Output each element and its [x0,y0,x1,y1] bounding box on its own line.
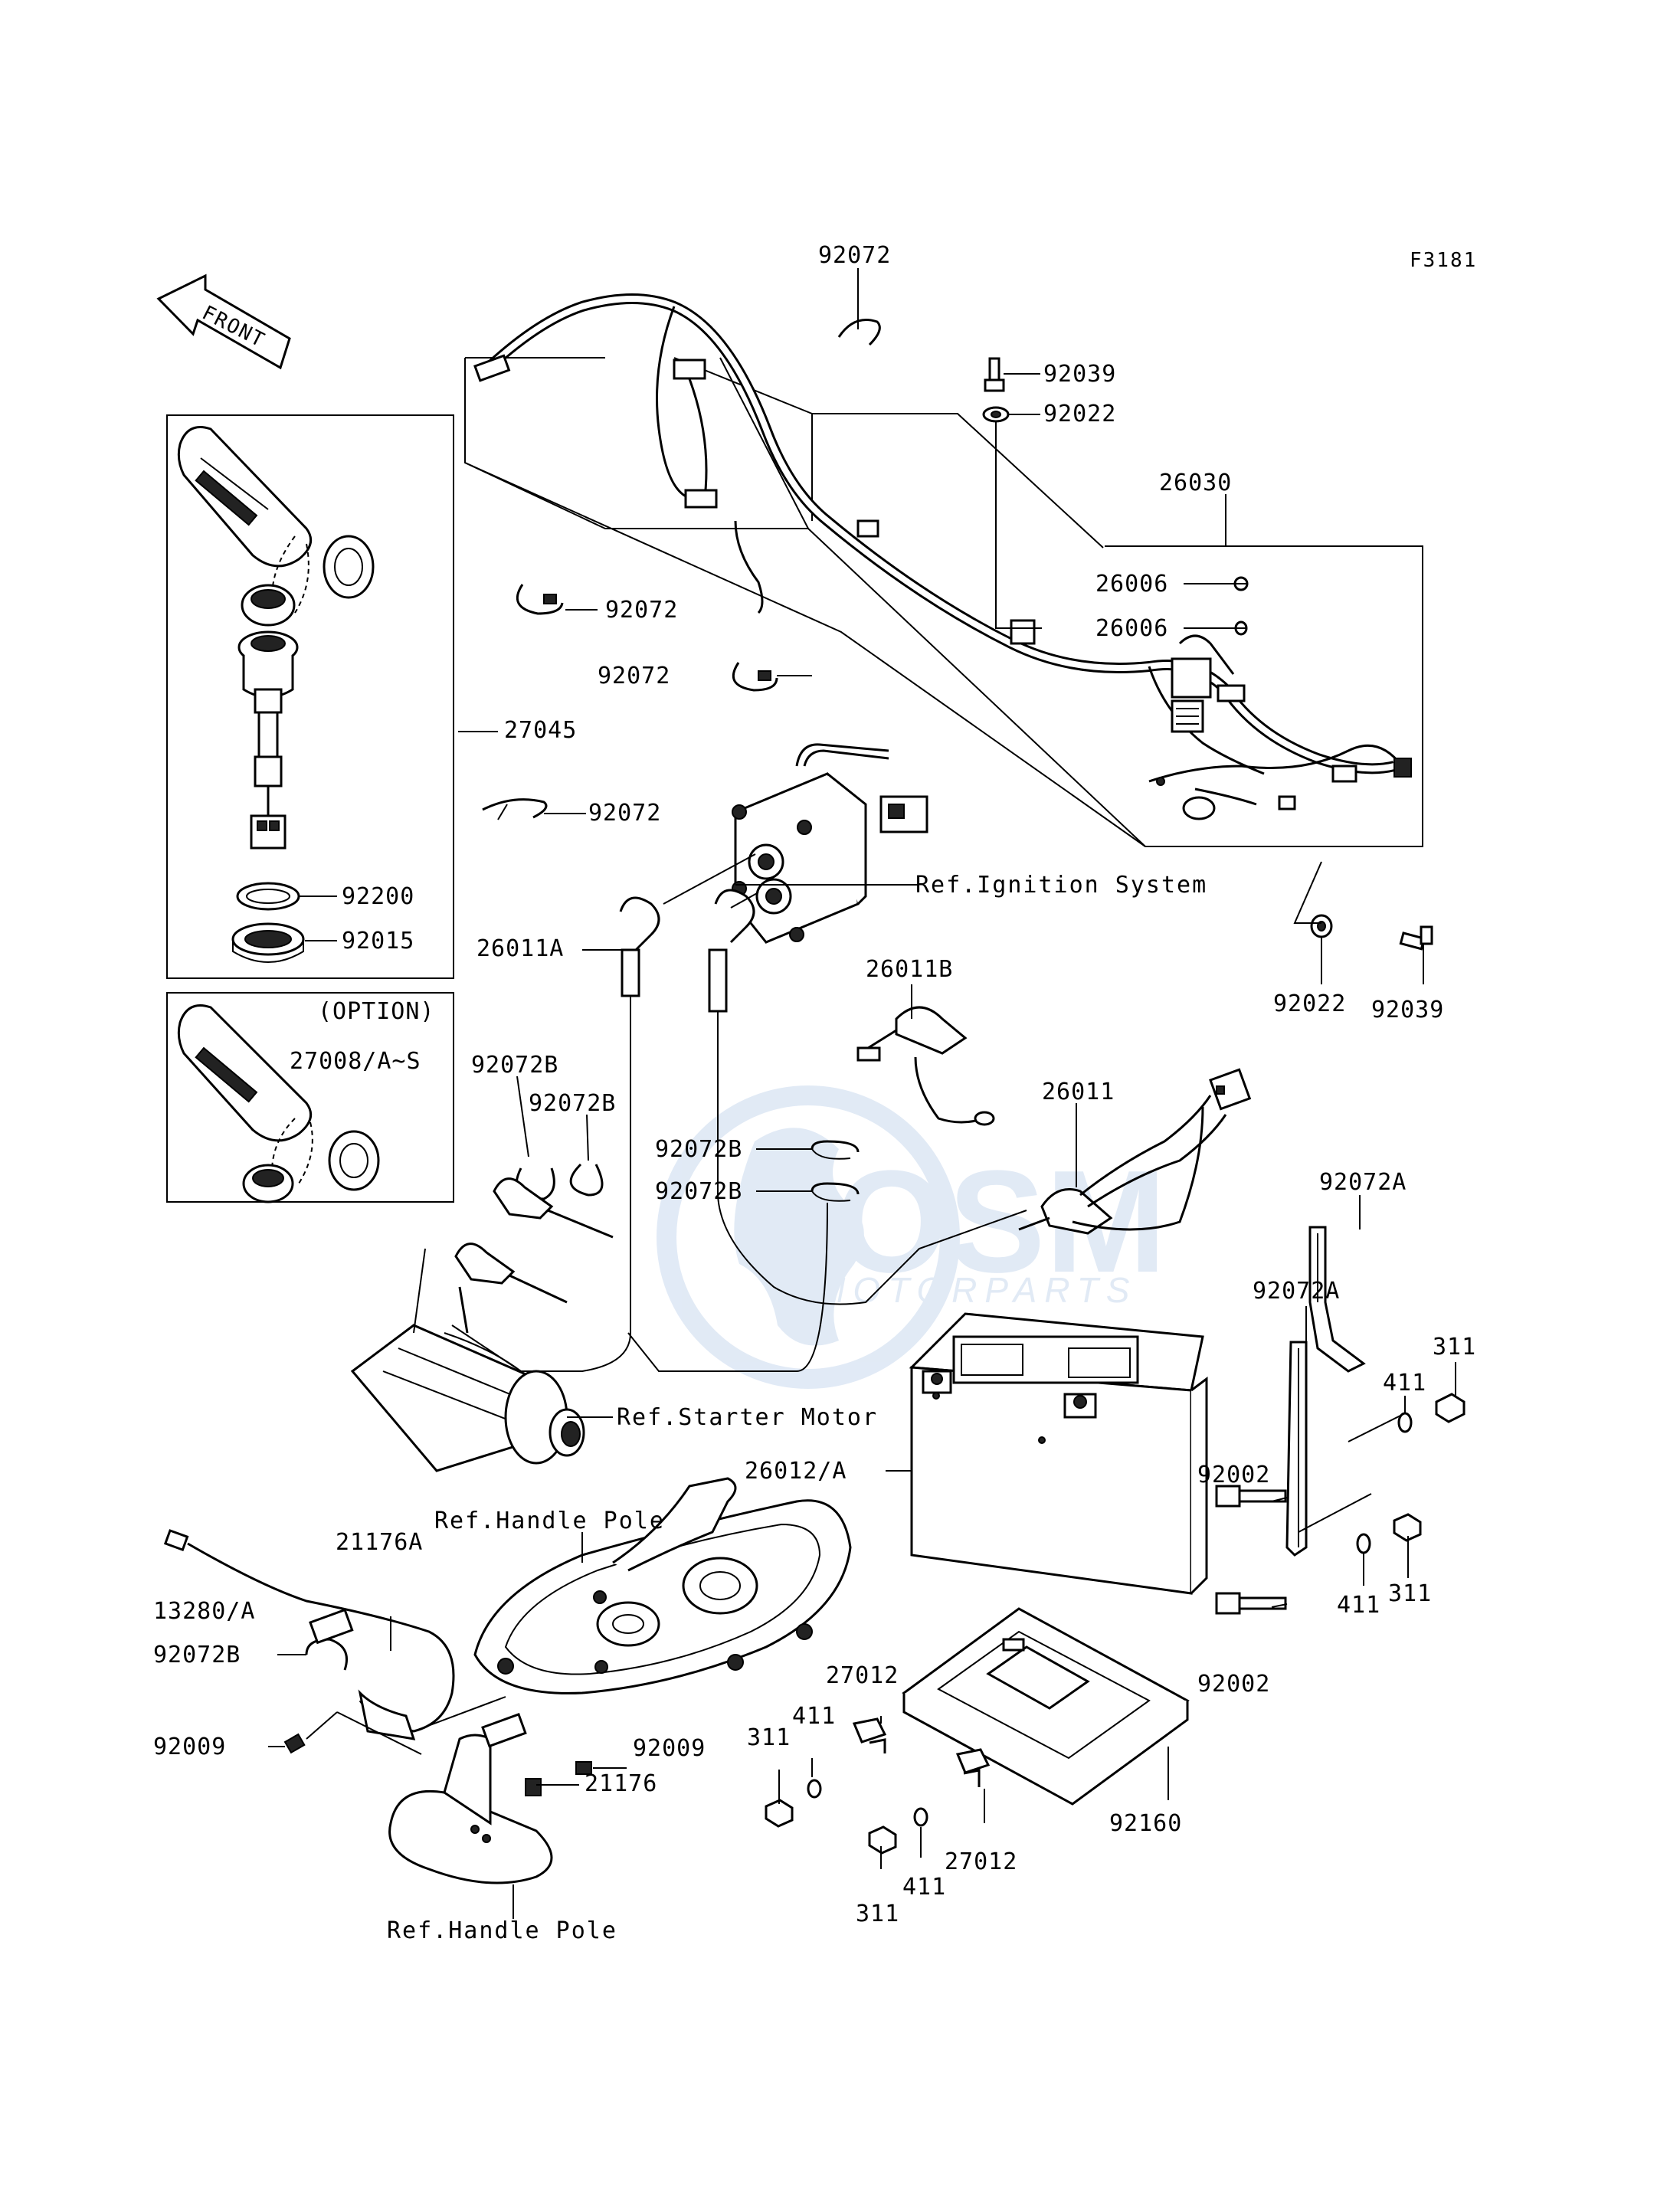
screw-92009-b-part [575,1761,592,1775]
battery-tray-part [902,1607,1190,1806]
handle-pole-cover-part [473,1477,852,1694]
label-26006-a: 26006 [1095,571,1168,598]
nut-311-b-part [1393,1513,1422,1542]
cable-26011-part [1018,1068,1252,1235]
label-92072-d: 92072 [588,800,661,827]
label-311-d: 311 [856,1901,899,1927]
nut-311-d-part [868,1825,897,1855]
label-27012-b: 27012 [945,1848,1017,1875]
label-92009-a: 92009 [153,1734,226,1760]
label-26011B: 26011B [866,956,953,983]
option-key-fob-part [177,1004,380,1203]
label-21176: 21176 [585,1770,657,1797]
label-311-c: 311 [747,1724,791,1751]
main-harness-part [473,293,1412,820]
watermark: OSM MOTORPARTS [657,1085,1167,1389]
label-26011A: 26011A [476,935,564,962]
label-27045: 27045 [504,717,577,744]
label-411-d: 411 [902,1874,946,1901]
ignition-coil-part [732,743,928,944]
watermark-brand: OSM [835,1141,1167,1303]
ref-handle-pole-bottom: Ref.Handle Pole [387,1917,617,1944]
option-label: (OPTION) [318,998,435,1025]
label-92039-mid: 92039 [1371,997,1444,1023]
watermark-sub: MOTORPARTS [816,1270,1137,1310]
bracket-27012-b-part [955,1748,991,1787]
nut-92015-part [231,922,305,963]
label-92002-b: 92002 [1197,1671,1270,1698]
bolt-92002-a-part [1215,1485,1287,1508]
label-311-a: 311 [1433,1334,1476,1360]
washer-411-c-part [807,1779,822,1799]
label-26011: 26011 [1042,1079,1115,1105]
label-26006-b: 26006 [1095,615,1168,642]
bolt-92039-top-part [984,357,1005,392]
label-92200: 92200 [342,883,414,910]
label-92072A-a: 92072A [1319,1169,1407,1196]
ref-starter-motor: Ref.Starter Motor [617,1404,878,1431]
label-26030: 26030 [1159,470,1232,496]
label-92015: 92015 [342,928,414,954]
label-13280-part [309,1608,354,1645]
diagram-code: F3181 [1410,249,1477,272]
label-13280A: 13280/A [153,1598,255,1625]
key-set-box [166,414,454,979]
label-411-a: 411 [1383,1370,1426,1396]
harness-frame [464,357,1423,847]
bracket-27012-a-part [852,1717,887,1753]
label-92072-top: 92072 [818,242,891,269]
battery-part [889,1312,1208,1595]
clamp-parts [482,319,881,820]
sensor-cable-21176A-part [163,1529,506,1755]
ref-ignition-system: Ref.Ignition System [915,872,1207,899]
label-27012-a: 27012 [826,1662,899,1689]
nut-311-a-part [1435,1393,1465,1423]
option-key-box [166,992,454,1203]
label-92072B-b: 92072B [529,1090,616,1117]
label-92072-c: 92072 [598,663,670,689]
label-411-c: 411 [792,1703,836,1730]
ref-handle-pole-top: Ref.Handle Pole [434,1508,665,1534]
label-92072B-e: 92072B [153,1642,241,1668]
key-switch-part [237,630,299,850]
label-92072B-d: 92072B [655,1178,742,1205]
leader-lines [268,268,1456,1919]
label-92072A-b: 92072A [1253,1278,1340,1305]
plug-cap-26011A-part [451,853,1027,1372]
bolt-92002-b-part [1215,1592,1287,1615]
nut-311-c-part [765,1799,794,1828]
label-26012A: 26012/A [745,1458,847,1485]
label-92072B-c: 92072B [655,1136,742,1163]
sensor-21176-part [388,1712,553,1884]
label-27008: 27008/A~S [290,1048,421,1075]
label-92022-mid: 92022 [1273,990,1346,1017]
label-92022-top: 92022 [1043,401,1116,427]
label-92009-b: 92009 [633,1735,706,1762]
label-92072-b: 92072 [605,597,678,624]
label-92160: 92160 [1109,1810,1182,1837]
plug-cap-26011B-part [856,1006,995,1126]
label-21176A: 21176A [336,1529,423,1556]
front-arrow-icon: FRONT [156,273,291,370]
label-92002-a: 92002 [1197,1462,1270,1488]
washer-411-d-part [913,1807,928,1827]
screw-92009-a-part [283,1733,306,1754]
clamp-92072B-parts [305,1140,860,1671]
bolt-92039-mid-part [1399,925,1433,951]
washer-411-b-part [1356,1533,1371,1554]
label-92072B-a: 92072B [471,1052,558,1079]
label-92039-top: 92039 [1043,361,1116,388]
label-411-b: 411 [1337,1592,1380,1619]
strap-92072A-parts [1285,1226,1372,1557]
label-311-b: 311 [1388,1580,1432,1607]
key-fob-part [177,426,375,627]
starter-motor-part [350,1177,614,1472]
